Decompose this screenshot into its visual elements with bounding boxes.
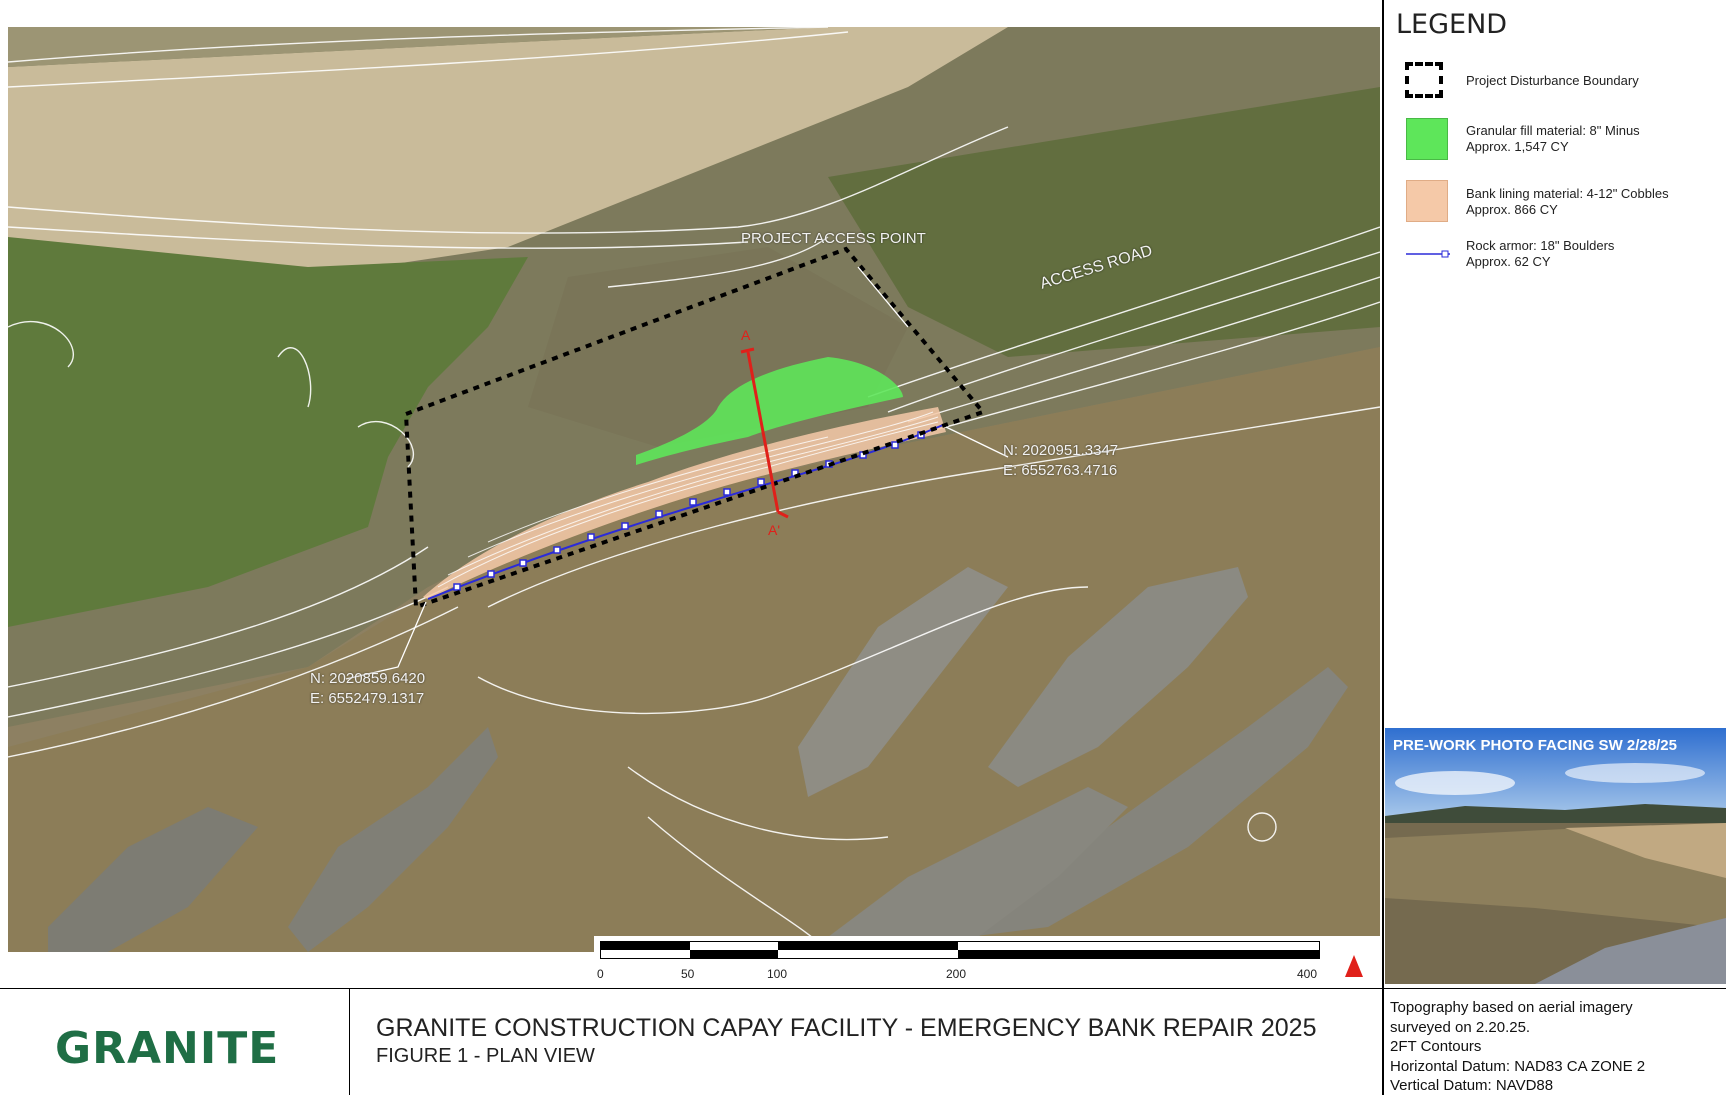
plan-view-map: PROJECT ACCESS POINT ACCESS ROAD N: 2020… bbox=[8, 27, 1380, 952]
legend-label-granular-fill: Granular fill material: 8" Minus bbox=[1466, 123, 1640, 138]
scale-tick-100: 100 bbox=[767, 967, 788, 981]
label-coord-sw-east: E: 6552479.1317 bbox=[310, 690, 425, 707]
note-line: Vertical Datum: NAVD88 bbox=[1390, 1077, 1554, 1094]
footer-divider bbox=[0, 988, 1726, 989]
pre-work-photo: PRE-WORK PHOTO FACING SW 2/28/25 bbox=[1385, 728, 1726, 984]
legend-qty-granular-fill: Approx. 1,547 CY bbox=[1466, 139, 1569, 154]
legend-swatch-boundary bbox=[1405, 62, 1443, 98]
legend-label-boundary: Project Disturbance Boundary bbox=[1466, 73, 1639, 88]
label-project-access-point: PROJECT ACCESS POINT bbox=[741, 230, 926, 247]
granular-fill-area bbox=[636, 357, 903, 465]
note-line: Horizontal Datum: NAD83 CA ZONE 2 bbox=[1390, 1057, 1646, 1075]
legend-swatch-granular-fill bbox=[1406, 118, 1448, 160]
scale-tick-400: 400 bbox=[1297, 967, 1318, 981]
label-coord-ne-north: N: 2020951.3347 bbox=[1003, 442, 1119, 459]
figure-subtitle: FIGURE 1 - PLAN VIEW bbox=[376, 1045, 595, 1067]
figure-title: GRANITE CONSTRUCTION CAPAY FACILITY - EM… bbox=[376, 1014, 1317, 1042]
scale-tick-50: 50 bbox=[681, 967, 695, 981]
granite-logo: GRANITE bbox=[55, 1023, 280, 1074]
photo-title: PRE-WORK PHOTO FACING SW 2/28/25 bbox=[1393, 737, 1677, 754]
legend-qty-rock-armor: Approx. 62 CY bbox=[1466, 254, 1551, 269]
section-line-a bbox=[740, 347, 789, 519]
legend-swatch-bank-lining bbox=[1406, 180, 1448, 222]
disturbance-boundary bbox=[403, 246, 987, 610]
note-line: 2FT Contours bbox=[1390, 1038, 1482, 1055]
scale-tick-0: 0 bbox=[597, 967, 604, 981]
label-section-a: A bbox=[741, 327, 751, 343]
north-arrow-icon bbox=[1345, 955, 1363, 977]
footer-divider-left bbox=[349, 988, 350, 1095]
note-line: surveyed on 2.20.25. bbox=[1390, 1018, 1531, 1036]
bank-lining-area bbox=[423, 407, 946, 599]
note-line: Topography based on aerial imagery bbox=[1390, 999, 1633, 1016]
panel-divider bbox=[1382, 0, 1384, 985]
label-coord-sw-north: N: 2020859.6420 bbox=[310, 670, 426, 687]
legend-label-bank-lining: Bank lining material: 4-12" Cobbles bbox=[1466, 186, 1669, 201]
survey-notes: Topography based on aerial imagery surve… bbox=[1390, 998, 1720, 1096]
legend-qty-bank-lining: Approx. 866 CY bbox=[1466, 202, 1558, 217]
label-coord-ne-east: E: 6552763.4716 bbox=[1003, 462, 1118, 479]
legend-title: LEGEND bbox=[1396, 9, 1508, 40]
footer-divider-right bbox=[1382, 985, 1384, 1095]
aerial-imagery bbox=[8, 27, 1380, 952]
legend-label-rock-armor: Rock armor: 18" Boulders bbox=[1466, 238, 1615, 253]
scale-tick-200: 200 bbox=[946, 967, 967, 981]
label-section-a-prime: A' bbox=[768, 522, 781, 538]
legend-swatch-rock-armor bbox=[1406, 250, 1450, 258]
